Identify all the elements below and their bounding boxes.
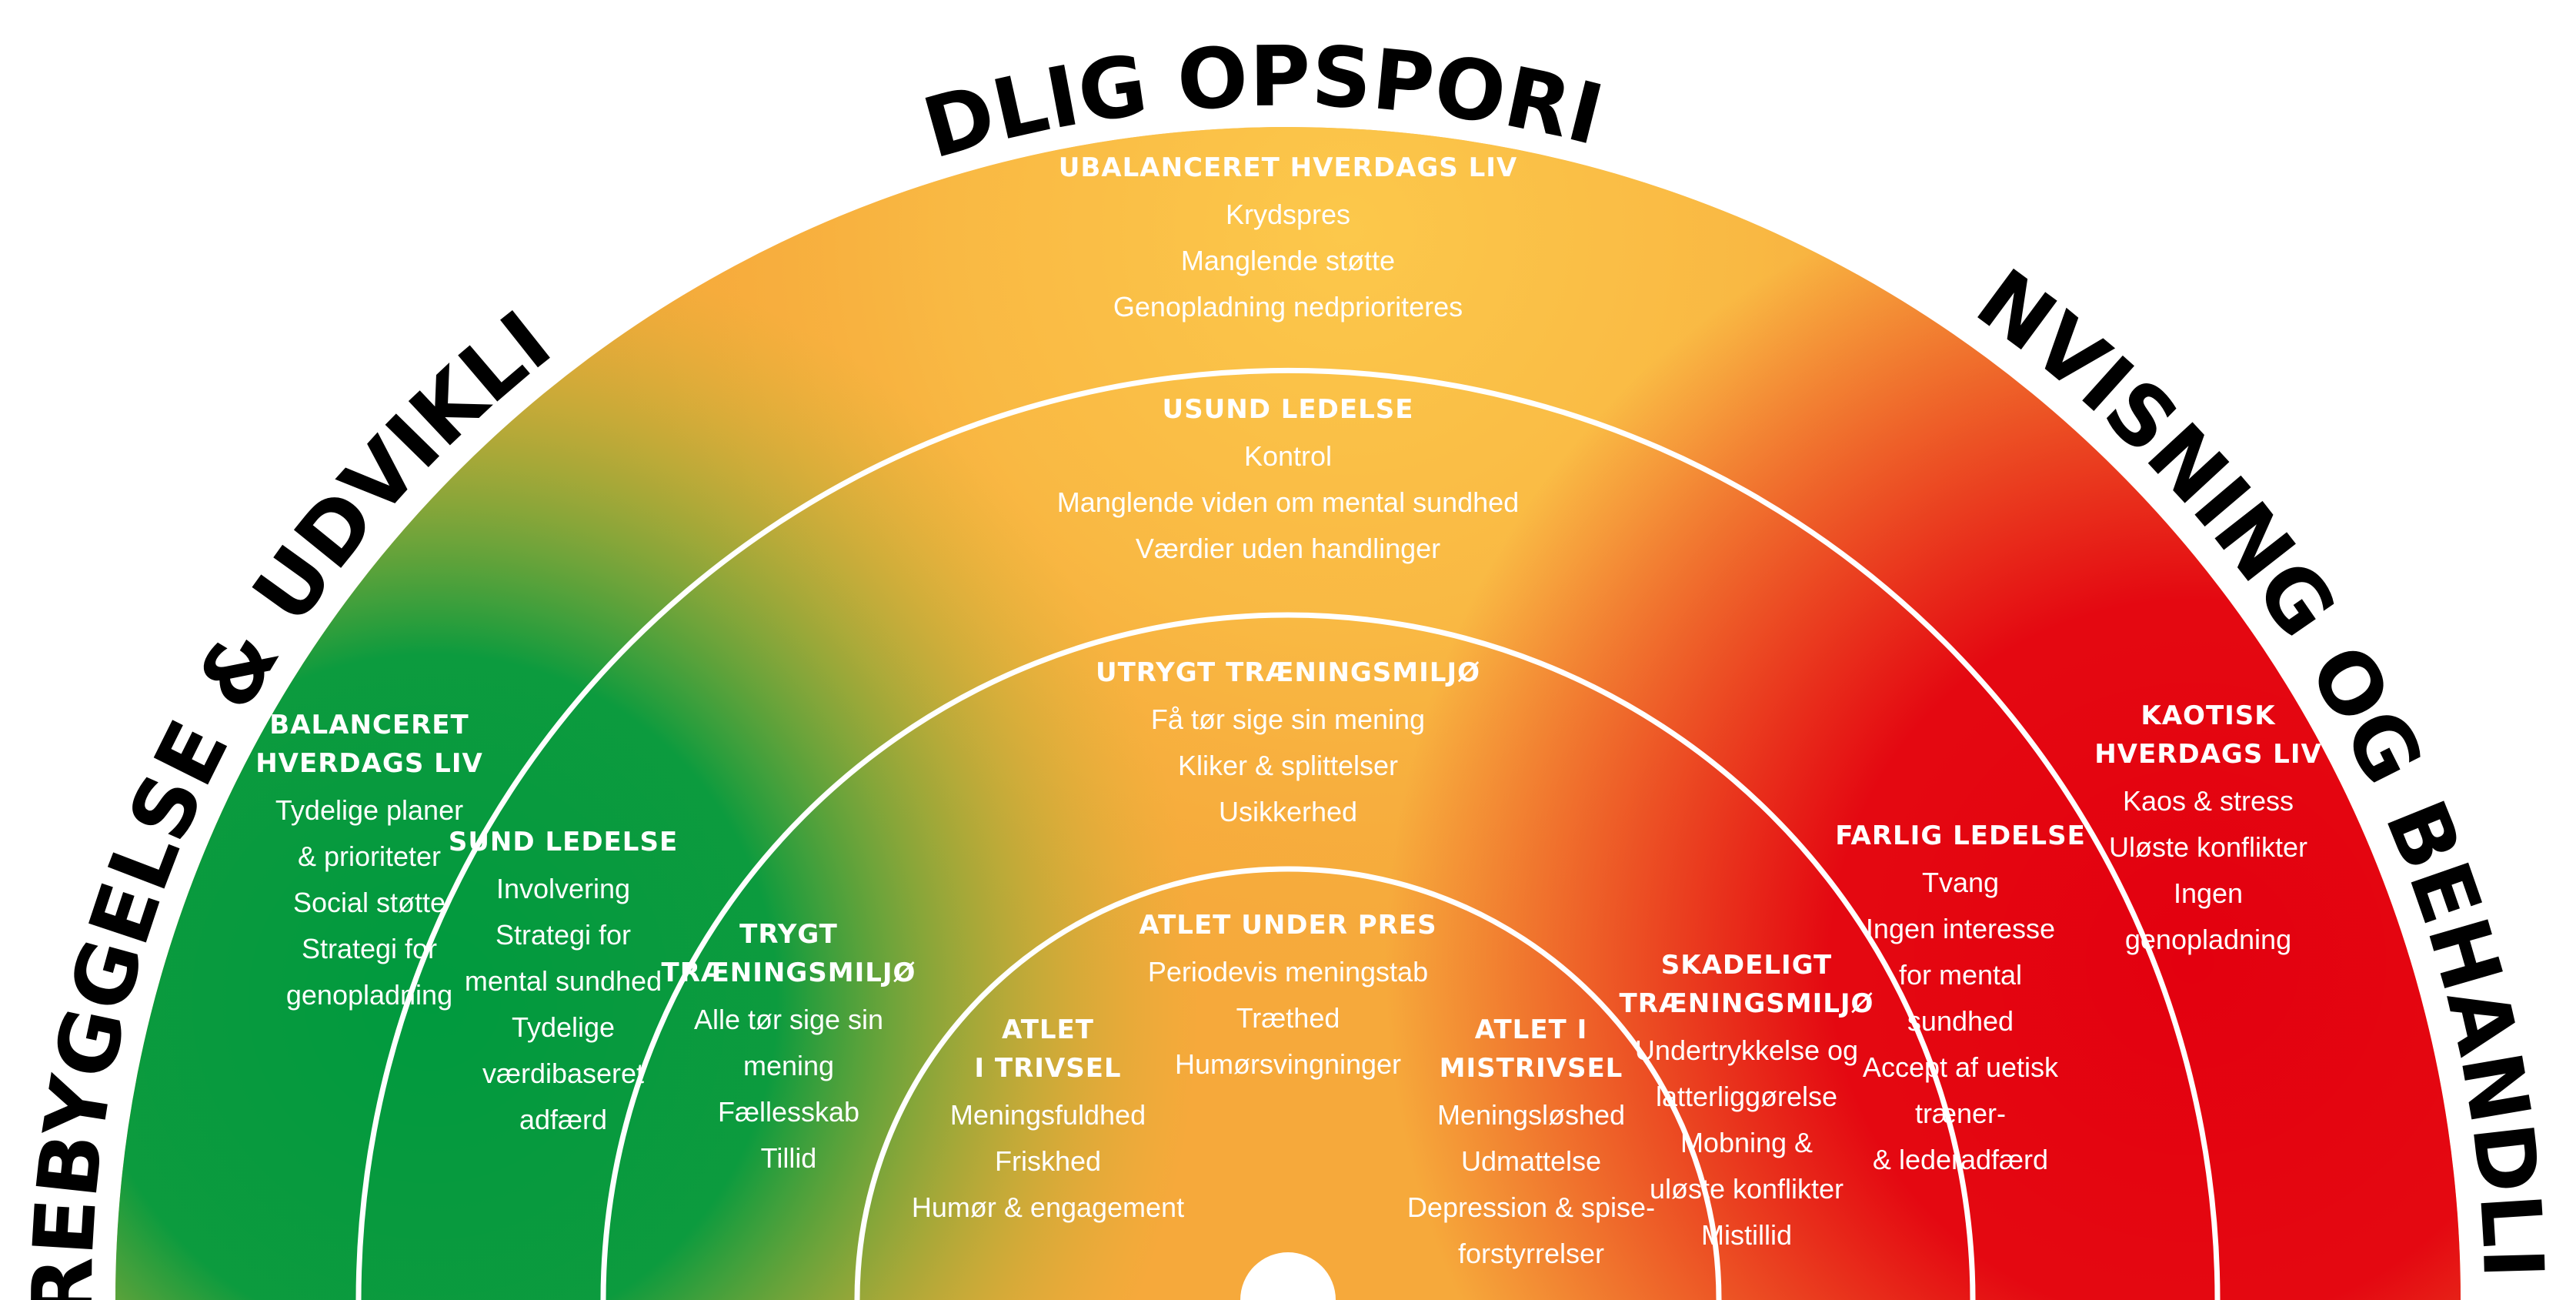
inner-left-item: Meningsfuldhed xyxy=(949,1099,1146,1131)
second-top-item: Kontrol xyxy=(1243,440,1333,472)
inner-right-item: forstyrrelser xyxy=(1457,1238,1605,1269)
second-left-item: mental sundhed xyxy=(464,965,662,997)
second-top-item: Manglende viden om mental sundhed xyxy=(1056,486,1520,518)
outer-top-item: Krydspres xyxy=(1225,199,1351,230)
third-left-title: TRYGT xyxy=(739,919,838,950)
second-right-item: sundhed xyxy=(1907,1005,2014,1037)
second-right-item: for mental xyxy=(1898,959,2023,991)
outer-right-title: HVERDAGS LIV xyxy=(2094,739,2322,770)
outer-left-title: BALANCERET xyxy=(269,710,469,740)
outer-top-item: Manglende støtte xyxy=(1180,245,1396,276)
inner-right-item: Depression & spise- xyxy=(1406,1191,1656,1223)
outer-right-item: Uløste konflikter xyxy=(2108,831,2308,863)
ring-divider-1 xyxy=(355,367,2221,1300)
second-right-item: Accept af uetisk xyxy=(1862,1051,2059,1083)
third-right-title: SKADELIGT xyxy=(1660,950,1833,981)
inner-right-title: MISTRIVSEL xyxy=(1439,1053,1623,1084)
outer-left-item: Tydelige planer xyxy=(275,794,464,826)
outer-right-item: Kaos & stress xyxy=(2122,785,2294,817)
third-left-title: TRÆNINGSMILJØ xyxy=(661,957,916,988)
second-left-title: SUND LEDELSE xyxy=(448,827,679,857)
second-right-item: & lederadfærd xyxy=(1872,1144,2049,1175)
inner-right-item: Udmattelse xyxy=(1460,1145,1602,1177)
second-right-title: FARLIG LEDELSE xyxy=(1835,820,2086,851)
outer-left-title: HVERDAGS LIV xyxy=(255,748,483,779)
third-left-item: Fællesskab xyxy=(717,1096,860,1128)
inner-right-title: ATLET I xyxy=(1474,1014,1588,1045)
ring-divider-2 xyxy=(600,612,1976,1300)
outer-left-item: Social støtte xyxy=(292,887,446,918)
inner-left-title: I TRIVSEL xyxy=(974,1053,1122,1084)
outer-top-item: Genopladning nedprioriteres xyxy=(1113,291,1463,322)
ring-divider-3 xyxy=(854,866,1722,1300)
outer-top-title: UBALANCERET HVERDAGS LIV xyxy=(1058,152,1518,183)
second-left-item: Tydelige xyxy=(511,1011,616,1043)
third-top-item: Få tør sige sin mening xyxy=(1150,703,1426,735)
second-left-item: værdibaseret xyxy=(482,1058,645,1089)
third-top-item: Kliker & splittelser xyxy=(1177,750,1399,781)
inner-top-item: Periodevis meningstab xyxy=(1147,956,1429,988)
third-top-item: Usikkerhed xyxy=(1218,796,1358,827)
third-right-item: latterliggørelse xyxy=(1655,1081,1838,1112)
inner-left-item: Humør & engagement xyxy=(911,1191,1185,1223)
third-right-item: Mistillid xyxy=(1700,1219,1793,1251)
outer-left-item: & prioriteter xyxy=(297,840,442,872)
third-right-title: TRÆNINGSMILJØ xyxy=(1619,988,1874,1019)
second-left-item: adfærd xyxy=(519,1104,608,1135)
second-top-item: Værdier uden handlinger xyxy=(1135,533,1441,564)
inner-left-item: Friskhed xyxy=(994,1145,1102,1177)
third-top-title: UTRYGT TRÆNINGSMILJØ xyxy=(1095,657,1481,688)
outer-right-title: KAOTISK xyxy=(2141,700,2276,731)
third-right-item: Mobning & xyxy=(1680,1127,1814,1158)
second-right-item: Ingen interesse xyxy=(1865,913,2056,944)
outer-right-item: genopladning xyxy=(2124,924,2292,955)
second-right-item: Tvang xyxy=(1921,867,2000,898)
second-left-item: Strategi for xyxy=(495,919,632,951)
third-left-item: mening xyxy=(742,1050,835,1081)
center-dot xyxy=(1240,1252,1336,1300)
outer-left-item: genopladning xyxy=(285,979,453,1011)
inner-top-item: Humørsvingninger xyxy=(1174,1048,1402,1080)
ring-dividers xyxy=(355,367,2221,1300)
outer-right-item: Ingen xyxy=(2173,877,2244,909)
third-left-item: Alle tør sige sin xyxy=(693,1004,884,1035)
third-right-item: Undertrykkelse og xyxy=(1634,1034,1859,1066)
inner-top-title: ATLET UNDER PRES xyxy=(1139,910,1437,941)
inner-right-item: Meningsløshed xyxy=(1436,1099,1626,1131)
second-left-item: Involvering xyxy=(496,873,631,904)
third-right-item: uløste konflikter xyxy=(1649,1173,1844,1205)
second-top-title: USUND LEDELSE xyxy=(1162,394,1414,425)
second-right-item: træner- xyxy=(1914,1098,2007,1129)
outer-left-item: Strategi for xyxy=(301,933,438,964)
third-left-item: Tillid xyxy=(760,1142,817,1174)
inner-left-title: ATLET xyxy=(1002,1014,1094,1045)
inner-top-item: Træthed xyxy=(1236,1002,1340,1034)
